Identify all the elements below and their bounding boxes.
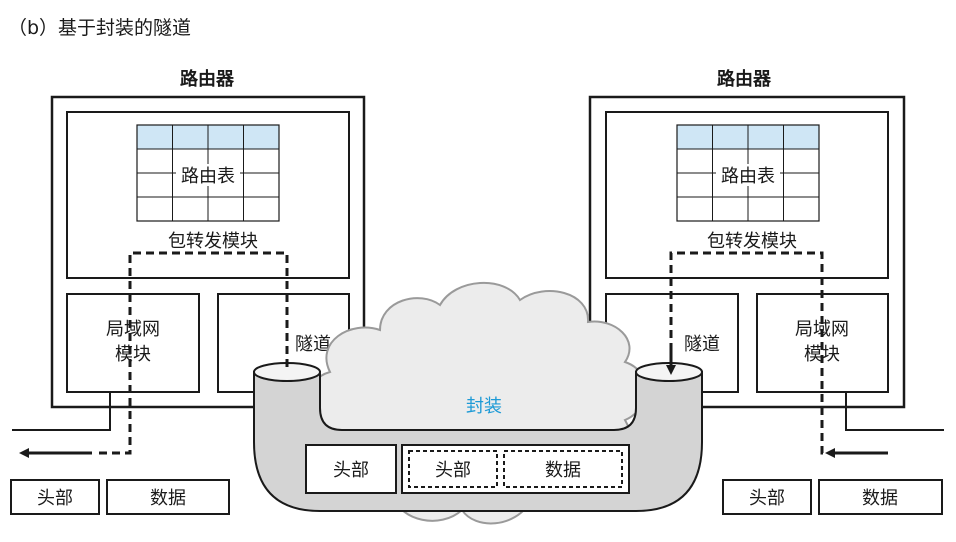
encapsulation-label: 封装 (466, 396, 502, 417)
inner-data-box (503, 450, 623, 488)
left-connections (12, 251, 289, 458)
left-packet-header-label: 头部 (37, 488, 73, 509)
outer-header-box (305, 444, 397, 494)
right-packet-data-box (818, 479, 943, 515)
right-routing-table: 路由表 (676, 124, 820, 222)
right-packet: 头部 数据 (722, 479, 943, 515)
right-forwarding-module-label: 包转发模块 (707, 231, 797, 252)
right-packet-header-box (722, 479, 812, 515)
inner-header-label: 头部 (435, 460, 471, 481)
left-routing-table-label: 路由表 (181, 166, 235, 187)
left-packet: 头部 数据 (10, 479, 230, 515)
left-routing-table: 路由表 (136, 124, 280, 222)
left-lan-module-line1: 局域网 (106, 319, 160, 340)
right-tunnel-label: 隧道 (684, 334, 720, 355)
left-router: 路由器 路由表 包转发模块 局域网 模块 隧道 (50, 68, 366, 409)
outer-header-label: 头部 (333, 460, 369, 481)
left-forwarding-module-label: 包转发模块 (168, 231, 258, 252)
left-lan-module-line2: 模块 (115, 344, 151, 365)
inner-data-label: 数据 (545, 460, 581, 481)
encapsulated-packet: 头部 头部 数据 (305, 444, 630, 494)
left-packet-data-box (106, 479, 230, 515)
right-router: 路由器 路由表 包转发模块 隧道 局域网 模块 (588, 68, 906, 409)
left-router-title: 路由器 (180, 68, 235, 90)
inner-header-box (408, 450, 498, 488)
right-lan-module-line2: 模块 (804, 344, 840, 365)
right-packet-header-label: 头部 (749, 488, 785, 509)
figure-caption: （b）基于封装的隧道 (8, 17, 191, 39)
right-connections (666, 251, 944, 458)
left-tunnel-label: 隧道 (295, 334, 331, 355)
right-router-title: 路由器 (717, 68, 772, 90)
right-routing-table-label: 路由表 (721, 166, 775, 187)
left-lan-module (66, 293, 200, 393)
left-packet-data-label: 数据 (150, 488, 186, 509)
left-packet-header-box (10, 479, 100, 515)
right-packet-data-label: 数据 (862, 488, 898, 509)
